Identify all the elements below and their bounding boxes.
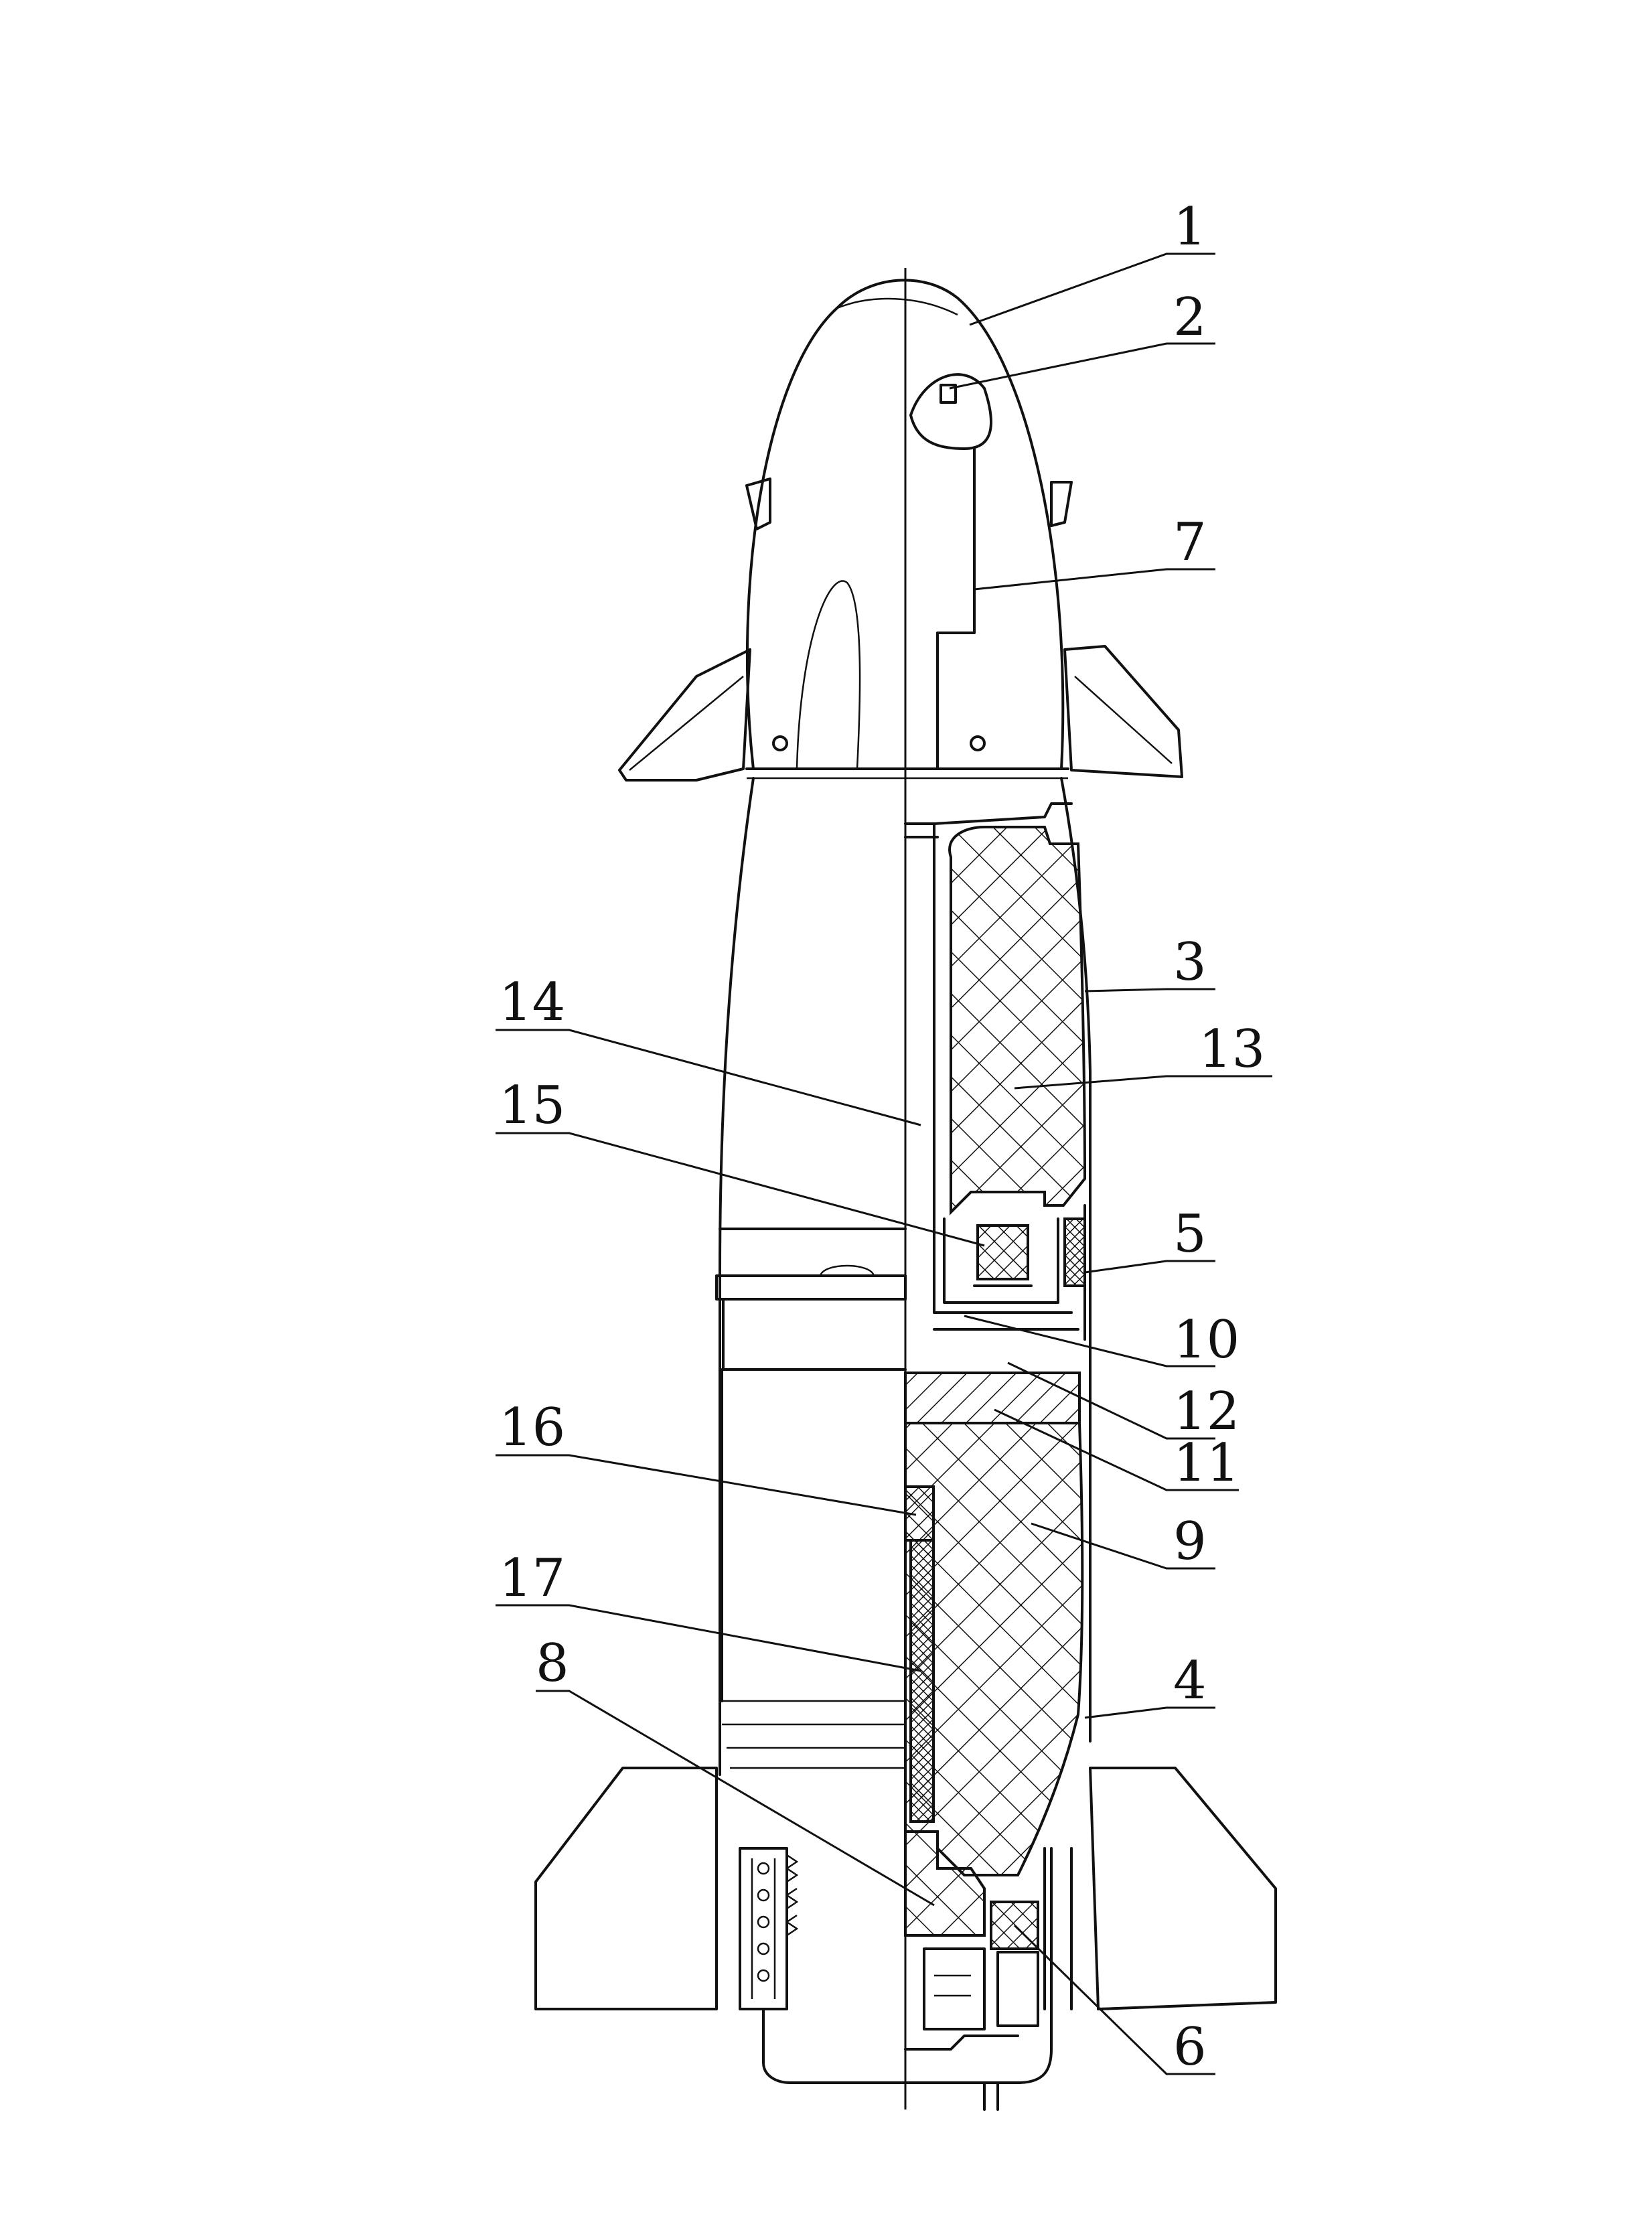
label-10: 10 xyxy=(1173,1310,1240,1370)
tail-fin-right xyxy=(1089,1767,1277,2010)
upper-canard-left xyxy=(745,477,771,530)
canard-fin-right xyxy=(1063,645,1183,778)
canard-fin-left xyxy=(618,648,751,782)
label-17: 17 xyxy=(499,1548,565,1609)
label-4: 4 xyxy=(1173,1651,1207,1711)
leader-lines xyxy=(496,252,1272,2075)
nose-cone xyxy=(745,279,1065,770)
label-9: 9 xyxy=(1173,1511,1207,1572)
tail-fin-left xyxy=(534,1767,718,2010)
label-2: 2 xyxy=(1173,287,1207,348)
label-14: 14 xyxy=(499,972,565,1033)
label-11: 11 xyxy=(1173,1433,1240,1493)
upper-charge-13 xyxy=(948,826,1087,1215)
column-17 xyxy=(909,1539,935,1823)
label-16: 16 xyxy=(499,1398,565,1458)
label-13: 13 xyxy=(1199,1019,1265,1080)
projectile-body xyxy=(534,279,1277,2111)
label-1: 1 xyxy=(1173,197,1207,257)
seal-ring-5 xyxy=(1063,1217,1086,1287)
label-8: 8 xyxy=(536,1633,569,1694)
main-charge-9 xyxy=(904,1422,1084,1876)
label-6: 6 xyxy=(1173,2017,1207,2077)
liner-plate-11 xyxy=(904,1372,1081,1424)
upper-canard-right xyxy=(1050,481,1073,527)
base-charge-8 xyxy=(904,1830,986,1937)
label-3: 3 xyxy=(1173,932,1207,992)
label-12: 12 xyxy=(1173,1382,1240,1442)
booster-pellet-15 xyxy=(976,1224,1029,1280)
callout-labels: 1 2 7 3 13 14 15 5 10 12 11 16 9 17 4 8 … xyxy=(499,197,1265,2077)
label-7: 7 xyxy=(1173,512,1207,573)
label-15: 15 xyxy=(499,1076,565,1136)
cutaway-internals xyxy=(904,802,1087,2051)
label-5: 5 xyxy=(1173,1204,1207,1264)
